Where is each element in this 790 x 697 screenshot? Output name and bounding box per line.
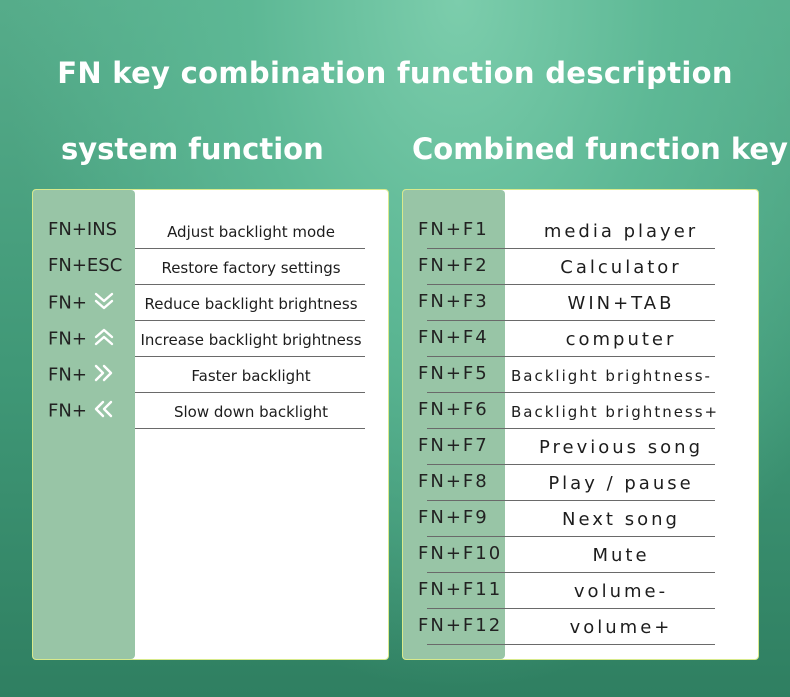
combined-function-row: FN+F3 WIN+TAB	[403, 285, 758, 321]
function-description: Increase backlight brightness	[140, 331, 362, 349]
function-description: Reduce backlight brightness	[144, 295, 358, 313]
key-combo: FN+F4	[418, 327, 489, 348]
system-function-row: FN+ Faster backlight	[33, 357, 388, 393]
function-description: Previous song	[538, 437, 703, 458]
combined-function-row: FN+F2 Calculator	[403, 249, 758, 285]
key-label: FN+	[48, 328, 87, 350]
key-combo: FN+	[48, 291, 115, 316]
system-function-row: FN+ Increase backlight brightness	[33, 321, 388, 357]
function-description: Next song	[562, 509, 680, 530]
combined-function-row: FN+F1 media player	[403, 213, 758, 249]
system-function-row: FN+ Reduce backlight brightness	[33, 285, 388, 321]
combined-function-row: FN+F5 Backlight brightness-	[403, 357, 758, 393]
double-chevron-left-icon	[93, 399, 115, 424]
function-description: Backlight brightness-	[511, 367, 712, 385]
key-combo: FN+ESC	[48, 255, 122, 276]
key-label: FN+ESC	[48, 255, 123, 276]
row-divider	[427, 536, 715, 537]
combined-function-row: FN+F10 Mute	[403, 537, 758, 573]
function-description: Mute	[592, 545, 650, 566]
row-divider	[427, 284, 715, 285]
function-description: Faster backlight	[191, 367, 311, 385]
row-divider	[427, 608, 715, 609]
system-function-row: FN+ Slow down backlight	[33, 393, 388, 429]
row-divider	[427, 572, 715, 573]
key-combo: FN+F5	[418, 363, 489, 384]
combined-function-row: FN+F7 Previous song	[403, 429, 758, 465]
key-label: FN+	[48, 400, 87, 422]
function-description: Backlight brightness+	[511, 403, 720, 421]
combined-function-heading: Combined function key	[412, 132, 788, 166]
function-description: Play / pause	[548, 473, 694, 494]
function-description: volume-	[573, 581, 669, 602]
row-divider	[135, 392, 365, 393]
key-combo: FN+F8	[418, 471, 489, 492]
key-combo: FN+F7	[418, 435, 489, 456]
key-combo: FN+F2	[418, 255, 489, 276]
key-combo: FN+F9	[418, 507, 489, 528]
row-divider	[427, 500, 715, 501]
combined-function-row: FN+F12 volume+	[403, 609, 758, 645]
function-description: WIN+TAB	[567, 293, 675, 314]
function-description: volume+	[569, 617, 673, 638]
row-divider	[427, 392, 715, 393]
key-column-stripe	[33, 190, 135, 659]
key-combo: FN+F3	[418, 291, 489, 312]
key-combo: FN+F1	[418, 219, 489, 240]
key-label: FN+	[48, 364, 87, 386]
row-divider	[427, 428, 715, 429]
key-combo: FN+	[48, 327, 115, 352]
double-chevron-right-icon	[93, 363, 115, 388]
row-divider	[135, 284, 365, 285]
function-description: Adjust backlight mode	[167, 223, 335, 241]
combined-function-row: FN+F8 Play / pause	[403, 465, 758, 501]
key-column-stripe	[403, 190, 505, 659]
row-divider	[427, 356, 715, 357]
key-combo: FN+F12	[418, 615, 503, 636]
function-description: media player	[543, 221, 699, 242]
row-divider	[135, 248, 365, 249]
row-divider	[427, 320, 715, 321]
key-combo: FN+	[48, 363, 115, 388]
system-function-heading: system function	[61, 132, 324, 166]
combined-function-row: FN+F4 computer	[403, 321, 758, 357]
combined-function-row: FN+F9 Next song	[403, 501, 758, 537]
function-description: Restore factory settings	[161, 259, 341, 277]
combined-function-row: FN+F6 Backlight brightness+	[403, 393, 758, 429]
function-description: computer	[565, 329, 677, 350]
key-label: FN+	[48, 292, 87, 314]
row-divider	[135, 320, 365, 321]
row-divider	[427, 248, 715, 249]
double-chevron-down-icon	[93, 291, 115, 316]
key-label: FN+INS	[48, 219, 118, 240]
key-combo: FN+F10	[418, 543, 503, 564]
row-divider	[427, 644, 715, 645]
system-function-row: FN+ESC Restore factory settings	[33, 249, 388, 285]
row-divider	[135, 356, 365, 357]
function-description: Calculator	[560, 257, 682, 278]
page-title: FN key combination function description	[57, 56, 733, 90]
key-combo: FN+F11	[418, 579, 503, 600]
key-combo: FN+	[48, 399, 115, 424]
double-chevron-up-icon	[93, 327, 115, 352]
key-combo: FN+F6	[418, 399, 489, 420]
row-divider	[427, 464, 715, 465]
row-divider	[135, 428, 365, 429]
key-combo: FN+INS	[48, 219, 117, 240]
system-function-row: FN+INS Adjust backlight mode	[33, 213, 388, 249]
function-description: Slow down backlight	[173, 403, 329, 421]
combined-function-row: FN+F11 volume-	[403, 573, 758, 609]
